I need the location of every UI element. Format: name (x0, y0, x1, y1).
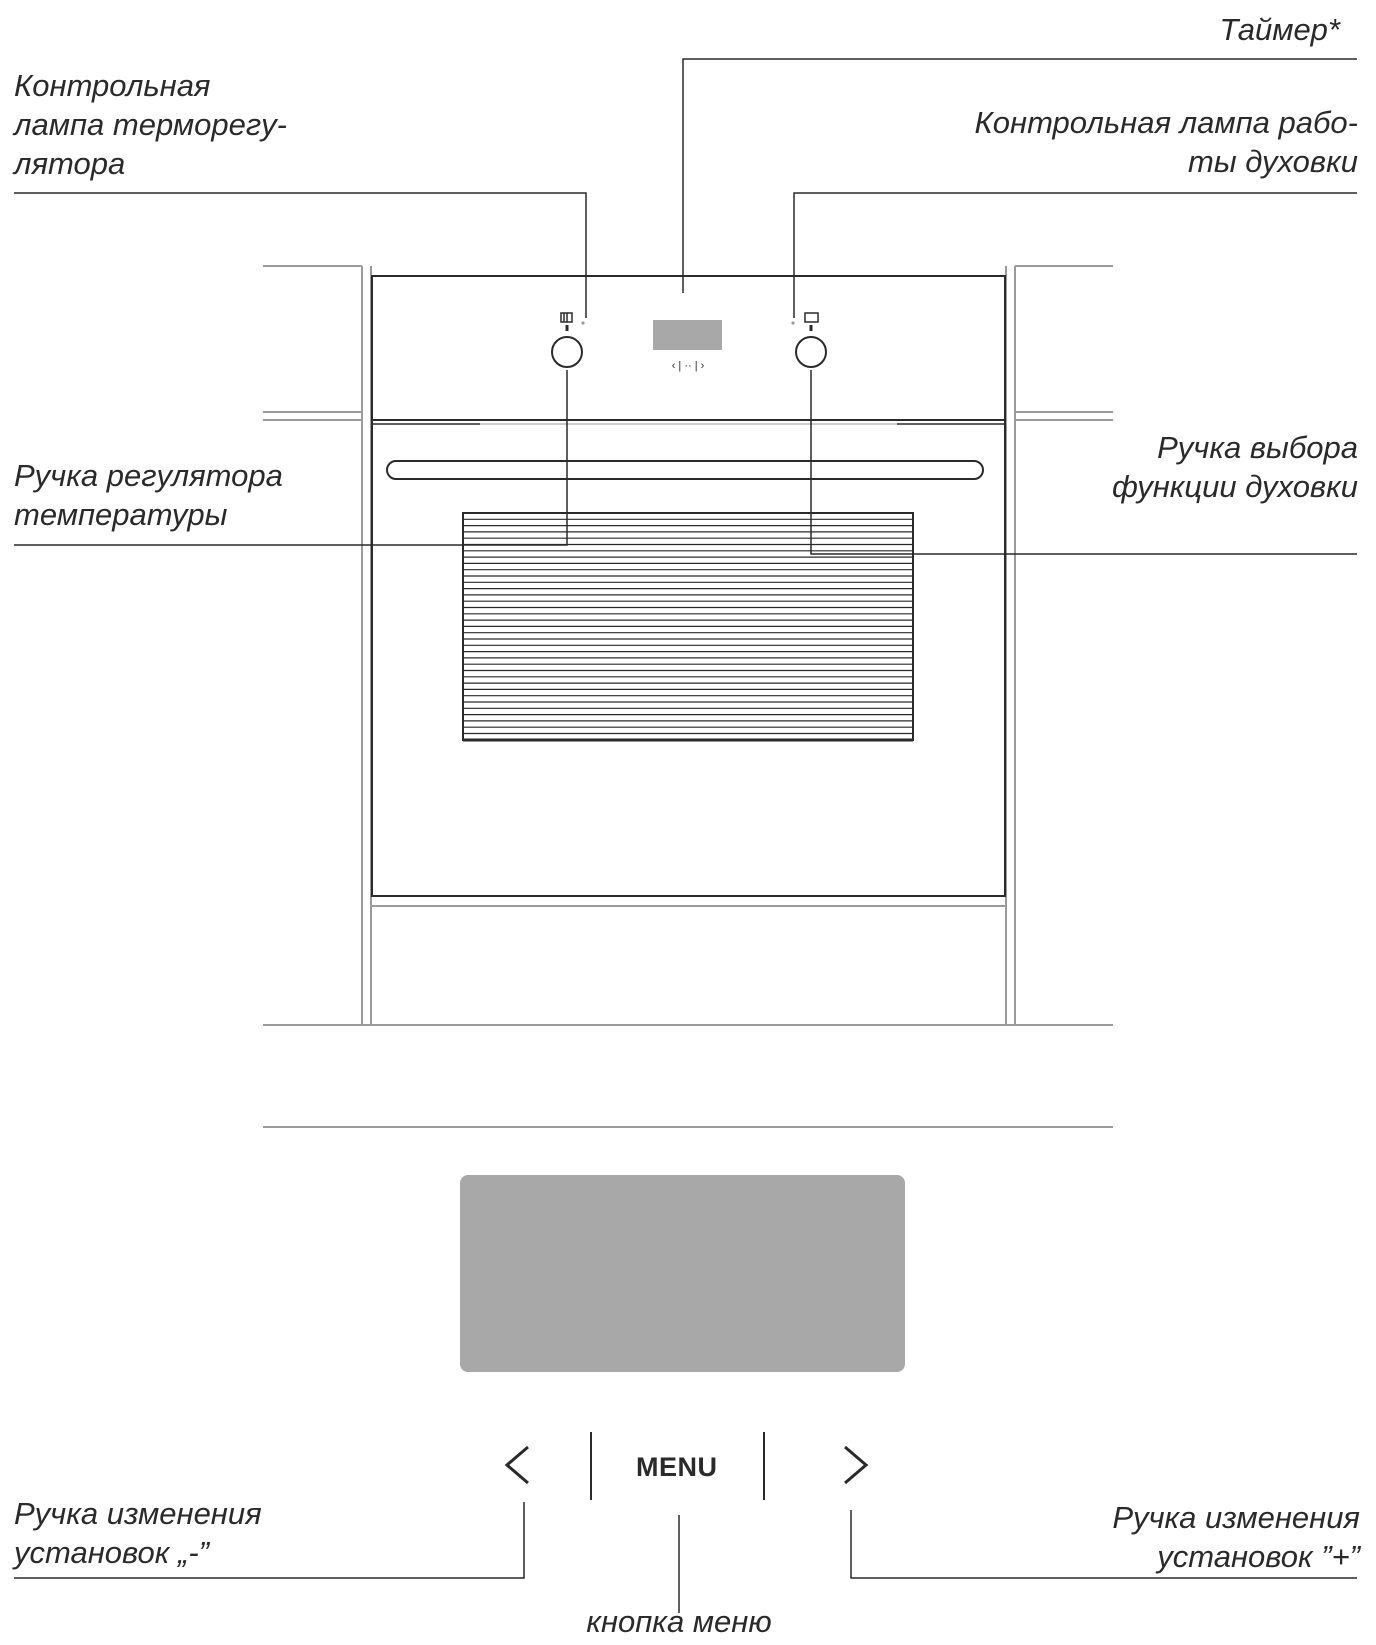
leader-minus (14, 1502, 525, 1579)
control-panel: ‹ | ·· | › (551, 312, 827, 372)
label-thermostat-lamp: Контрольная лампа терморегу- лятора (14, 68, 287, 181)
leader-thermostat-lamp (14, 192, 587, 318)
thermostat-symbol-icon (560, 312, 573, 323)
leader-lines (14, 58, 1357, 1613)
door-window (462, 512, 914, 742)
door-handle (386, 460, 984, 480)
timer-display (653, 320, 722, 350)
oven-lamp (791, 321, 795, 325)
label-oven-lamp: Контрольная лампа рабо- ты духовки (974, 105, 1358, 179)
minus-button[interactable] (504, 1445, 529, 1485)
panel-separators (590, 1432, 765, 1500)
main-display (460, 1175, 905, 1372)
leader-timer (682, 58, 1357, 293)
leader-plus (850, 1510, 1357, 1579)
label-timer: Таймер* (1219, 12, 1340, 47)
label-plus-knob: Ручка изменения установок ”+” (1112, 1500, 1360, 1574)
timer-mini-buttons: ‹ | ·· | › (672, 360, 705, 372)
temperature-knob (551, 336, 583, 368)
label-minus-knob: Ручка изменения установок „-” (14, 1496, 262, 1570)
menu-button[interactable]: MENU (636, 1452, 718, 1482)
label-function-knob: Ручка выбора функции духовки (1112, 430, 1358, 504)
plus-button[interactable] (844, 1445, 869, 1485)
label-temperature-knob: Ручка регулятора температуры (14, 458, 283, 532)
thermostat-lamp (581, 321, 585, 325)
oven-body (371, 275, 1006, 897)
leader-function-knob (810, 370, 1357, 555)
leader-temperature-knob (14, 370, 568, 546)
leader-oven-lamp (793, 192, 1357, 318)
label-menu-button: кнопка меню (586, 1604, 772, 1639)
oven-symbol-icon (804, 312, 819, 323)
function-knob (795, 336, 827, 368)
